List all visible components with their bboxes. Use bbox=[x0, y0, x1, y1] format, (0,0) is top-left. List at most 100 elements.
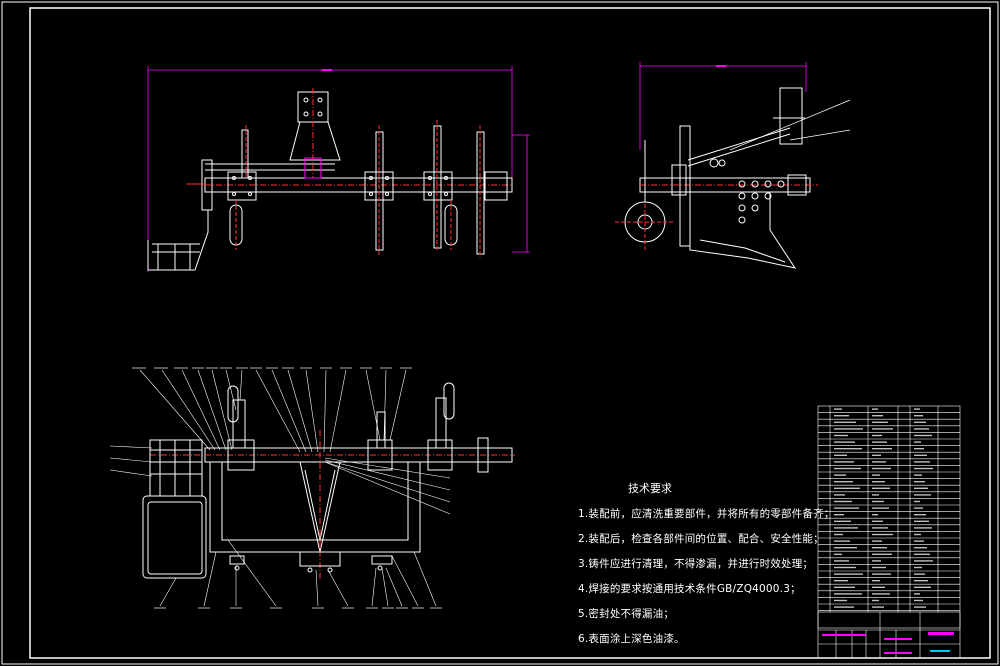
parts-list-cell-mark bbox=[914, 421, 926, 423]
parts-list-cell-mark bbox=[834, 481, 853, 483]
parts-list-cell-mark bbox=[834, 461, 854, 463]
technical-requirements-title: 技术要求 bbox=[628, 482, 672, 495]
parts-list-cell-mark bbox=[834, 514, 844, 516]
parts-list-cell-mark bbox=[914, 481, 925, 483]
parts-list-cell-mark bbox=[872, 606, 884, 608]
parts-list-cell-mark bbox=[872, 527, 888, 529]
parts-list-cell-mark bbox=[872, 448, 892, 450]
side-height-dimension bbox=[639, 62, 807, 150]
parts-list-cell-mark bbox=[834, 421, 856, 423]
bolt-grid bbox=[738, 174, 807, 224]
beam-clamps bbox=[227, 171, 508, 201]
plow-share bbox=[689, 192, 797, 269]
requirement-line: 6.表面涂上深色油漆。 bbox=[578, 633, 685, 645]
parts-list-cell-mark bbox=[914, 454, 927, 456]
parts-list-cell-mark bbox=[834, 428, 863, 430]
requirement-line: 2.装配后，检查各部件间的位置、配合、安全性能； bbox=[578, 533, 824, 545]
parts-list-cell-mark bbox=[872, 553, 892, 555]
parts-list-cell-mark bbox=[914, 520, 929, 522]
requirement-line: 5.密封处不得漏油； bbox=[578, 608, 675, 620]
parts-list-cell-mark bbox=[872, 586, 885, 588]
gauge-wheels bbox=[229, 200, 458, 250]
parts-list-cell-mark bbox=[834, 500, 852, 503]
parts-list-cell-mark bbox=[834, 606, 854, 608]
parts-list-cell-mark bbox=[872, 520, 883, 522]
parts-list-cell-mark bbox=[834, 599, 847, 602]
parts-list-cell-mark bbox=[914, 553, 930, 555]
parts-list-cell-mark bbox=[872, 487, 890, 489]
front-view bbox=[147, 66, 530, 272]
parts-list-cell-mark bbox=[914, 408, 920, 410]
parts-list-cell-mark bbox=[914, 461, 930, 463]
side-view bbox=[615, 62, 851, 269]
parts-list-cell-mark bbox=[914, 560, 933, 562]
parts-list-cell-mark bbox=[872, 593, 890, 595]
parts-list-cell-mark bbox=[834, 533, 843, 536]
shanks bbox=[241, 120, 485, 258]
hitch-tower bbox=[289, 88, 341, 179]
left-frame bbox=[147, 159, 213, 271]
parts-list-table bbox=[817, 405, 961, 629]
overall-width-dimension bbox=[147, 66, 530, 272]
parts-list-cell-mark bbox=[872, 514, 878, 516]
parts-list-cell-mark bbox=[914, 415, 923, 417]
parts-list-cell-mark bbox=[834, 553, 842, 555]
parts-list-cell-mark bbox=[834, 593, 862, 595]
plan-left-frame bbox=[142, 439, 207, 579]
parts-list-cell-mark bbox=[834, 434, 848, 437]
plan-view bbox=[109, 367, 515, 609]
parts-list-cell-mark bbox=[872, 599, 879, 602]
requirement-line: 3.铸件应进行清理，不得渗漏，并进行时效处理； bbox=[578, 558, 814, 570]
parts-list-cell-mark bbox=[872, 533, 893, 536]
parts-list-cell-mark bbox=[834, 474, 846, 476]
callout-ticks bbox=[132, 367, 442, 609]
parts-list-cell-mark bbox=[914, 547, 927, 549]
parts-list-cell-mark bbox=[914, 487, 928, 489]
parts-list-cell-mark bbox=[834, 586, 855, 588]
parts-list-cell-mark bbox=[834, 507, 859, 509]
parts-list-cell-mark bbox=[872, 500, 884, 503]
parts-list-cell-mark bbox=[872, 421, 888, 423]
parts-list-cell-mark bbox=[834, 547, 857, 549]
parts-list-cell-mark bbox=[872, 580, 880, 582]
parts-list-cell-mark bbox=[834, 527, 858, 529]
parts-list-cell-mark bbox=[914, 434, 932, 437]
parts-list-cell-mark bbox=[872, 481, 885, 483]
parts-list-cell-mark bbox=[914, 428, 929, 430]
parts-list-cell-mark bbox=[914, 448, 924, 450]
parts-list-cell-mark bbox=[834, 560, 849, 562]
parts-list-cell-mark bbox=[834, 566, 856, 569]
parts-list-cell-mark bbox=[872, 434, 882, 437]
parts-list-cell-mark bbox=[872, 540, 882, 542]
parts-list-cell-mark bbox=[834, 494, 845, 496]
side-wheel bbox=[615, 140, 675, 250]
parts-list-cell-mark bbox=[834, 573, 863, 575]
parts-list-cell-mark bbox=[872, 408, 878, 410]
plan-bottom-bolts bbox=[229, 551, 393, 573]
parts-list-cell-mark bbox=[872, 573, 891, 575]
parts-list-cell-mark bbox=[914, 494, 931, 496]
parts-list-cell-mark bbox=[872, 467, 891, 470]
title-block bbox=[817, 611, 961, 659]
parts-list-cell-mark bbox=[914, 540, 924, 542]
parts-list-cell-mark bbox=[834, 448, 862, 450]
parts-list-cell-mark bbox=[834, 467, 861, 470]
parts-list-cell-mark bbox=[872, 566, 886, 569]
parts-list-cell-mark bbox=[872, 454, 881, 456]
parts-list-cell-mark bbox=[914, 599, 923, 602]
parts-list-cell-mark bbox=[914, 474, 922, 476]
parts-list-cell-mark bbox=[914, 580, 928, 582]
parts-list-cell-mark bbox=[872, 461, 886, 463]
parts-list-cell-mark bbox=[914, 467, 933, 470]
parts-list-cell-mark bbox=[914, 507, 923, 509]
parts-list-cell-mark bbox=[872, 415, 883, 417]
parts-list-cell-mark bbox=[872, 560, 881, 562]
parts-list-cell-mark bbox=[872, 441, 887, 443]
parts-list-cell-mark bbox=[834, 415, 849, 417]
parts-list-cell-mark bbox=[834, 520, 851, 522]
parts-list-cell-mark bbox=[872, 547, 887, 549]
parts-list-fill bbox=[834, 408, 933, 608]
parts-list-cell-mark bbox=[914, 441, 921, 443]
parts-list-cell-mark bbox=[834, 540, 850, 542]
